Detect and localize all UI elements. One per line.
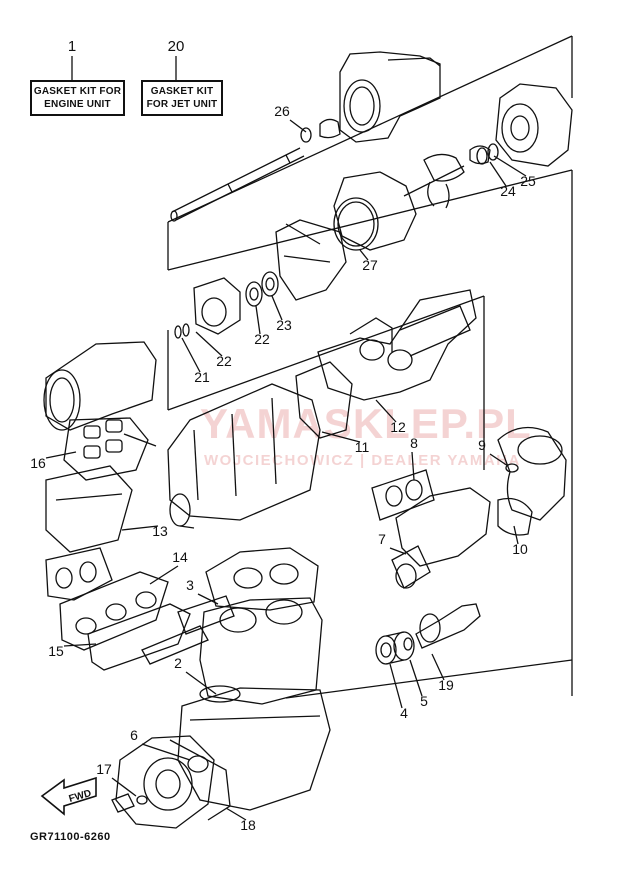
callout-label-26: 26: [274, 103, 290, 119]
callout-leader-24: [489, 161, 507, 187]
jet-pump-housing: [300, 51, 441, 143]
exhaust-chamber-left: [43, 341, 157, 553]
kit-jet-line1: GASKET KIT: [150, 86, 214, 97]
callout-label-22: 22: [254, 331, 270, 347]
callout-label-10: 10: [512, 541, 528, 557]
intake-manifold: [45, 547, 235, 671]
duct-housing: [275, 171, 417, 301]
kit-engine-line1: GASKET KIT FOR: [33, 86, 122, 97]
callout-leader-3: [197, 593, 219, 605]
callout-leader-16: [45, 451, 77, 459]
callout-leader-10: [513, 525, 519, 545]
nozzle-housing: [469, 83, 573, 167]
callout-leader-13: [121, 525, 159, 531]
callout-leader-12: [375, 399, 397, 423]
callout-label-22: 22: [216, 353, 232, 369]
callout-leader-23: [271, 295, 283, 321]
kit-ref-1: 1: [68, 38, 76, 55]
callout-leader-25: [493, 155, 527, 177]
callout-label-3: 3: [186, 577, 194, 593]
gasket-kit-engine-box: GASKET KIT FOR ENGINE UNIT: [30, 80, 125, 116]
callout-leader-22: [195, 331, 223, 357]
callout-label-13: 13: [152, 523, 168, 539]
callout-label-27: 27: [362, 257, 378, 273]
fwd-arrow-label: FWD: [68, 788, 93, 805]
callout-leader-27: [359, 249, 369, 261]
callout-leader-9: [489, 453, 509, 467]
callout-leader-26: [289, 119, 307, 133]
watermark-sub: WOJCIECHOWICZ | DEALER YAMAHA: [204, 452, 521, 469]
kit-jet-line2: FOR JET UNIT: [146, 99, 218, 110]
callout-leader-2: [185, 671, 217, 695]
callout-label-8: 8: [410, 435, 418, 451]
callout-label-18: 18: [240, 817, 256, 833]
bearing-housing: [174, 271, 279, 339]
kit-engine-line2: ENGINE UNIT: [44, 99, 111, 110]
callout-label-14: 14: [172, 549, 188, 565]
exhaust-manifold: [295, 289, 477, 439]
magneto-cover: [111, 735, 231, 829]
watermark-brand: YAMASKLEP.PL: [200, 400, 532, 447]
gasket-kit-jet-box: GASKET KIT FOR JET UNIT: [141, 80, 223, 116]
drawing-number: GR71100-6260: [30, 831, 111, 843]
callout-label-11: 11: [355, 439, 370, 455]
callout-leader-14: [149, 565, 179, 585]
callout-label-23: 23: [276, 317, 292, 333]
callout-leader-4: [389, 663, 403, 709]
crankshaft-seals: [375, 603, 481, 665]
callout-label-5: 5: [420, 693, 428, 709]
callout-leader-6: [141, 743, 191, 761]
engine-block: [177, 547, 331, 811]
callout-leader-8: [411, 451, 415, 481]
callout-leader-7: [389, 547, 407, 555]
exhaust-elbow: [497, 426, 567, 536]
callout-label-19: 19: [438, 677, 454, 693]
callout-label-15: 15: [48, 643, 64, 659]
callout-label-7: 7: [378, 531, 386, 547]
callout-label-4: 4: [400, 705, 408, 721]
callout-label-9: 9: [478, 437, 486, 453]
callout-leader-15: [63, 643, 97, 647]
impeller: [403, 153, 465, 209]
callout-leader-19: [431, 653, 445, 681]
callout-leader-18: [225, 807, 247, 821]
callout-label-12: 12: [390, 419, 406, 435]
drive-shaft: [170, 147, 305, 222]
callout-label-21: 21: [194, 369, 210, 385]
callout-label-25: 25: [520, 173, 536, 189]
callout-label-17: 17: [96, 761, 112, 777]
callout-label-24: 24: [500, 183, 516, 199]
muffler: [167, 383, 321, 529]
kit-ref-20: 20: [168, 38, 185, 55]
exhaust-pipe: [371, 469, 491, 589]
callout-label-16: 16: [30, 455, 46, 471]
callout-label-6: 6: [130, 727, 138, 743]
callout-leader-5: [409, 659, 423, 697]
callout-leader-17: [111, 777, 137, 797]
callout-leader-21: [181, 337, 201, 373]
jet-unit-frame: [167, 35, 573, 699]
callout-leader-11: [321, 431, 361, 443]
callout-label-2: 2: [174, 655, 182, 671]
callout-leader-22: [255, 305, 261, 335]
fwd-arrow: FWD: [40, 776, 97, 816]
